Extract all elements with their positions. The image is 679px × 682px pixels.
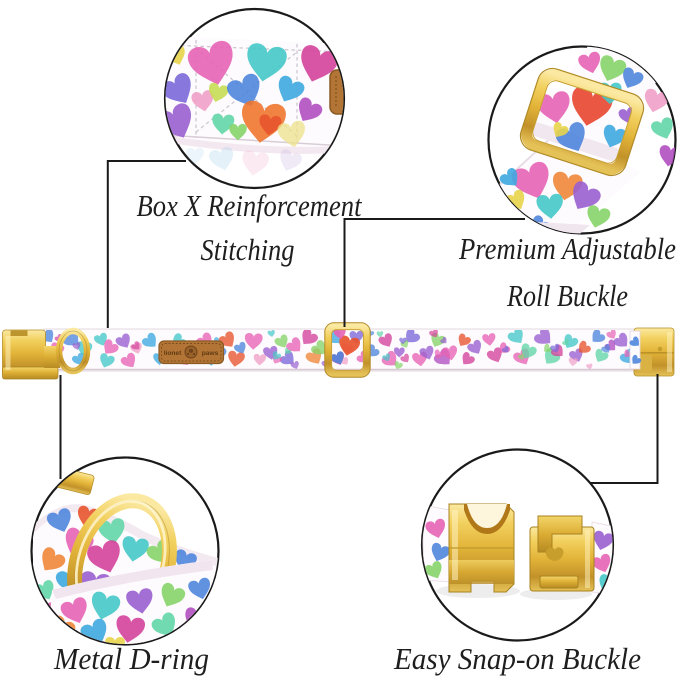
svg-text:lionet: lionet — [164, 350, 182, 357]
svg-text:Metal D-ring: Metal D-ring — [53, 641, 209, 676]
svg-text:Roll Buckle: Roll Buckle — [506, 278, 628, 313]
svg-text:Premium Adjustable: Premium Adjustable — [458, 231, 676, 266]
svg-text:paws: paws — [202, 350, 219, 357]
svg-text:Stitching: Stitching — [201, 232, 295, 267]
svg-text:Easy Snap-on Buckle: Easy Snap-on Buckle — [393, 641, 641, 676]
svg-text:Box X Reinforcement: Box X Reinforcement — [137, 188, 363, 223]
